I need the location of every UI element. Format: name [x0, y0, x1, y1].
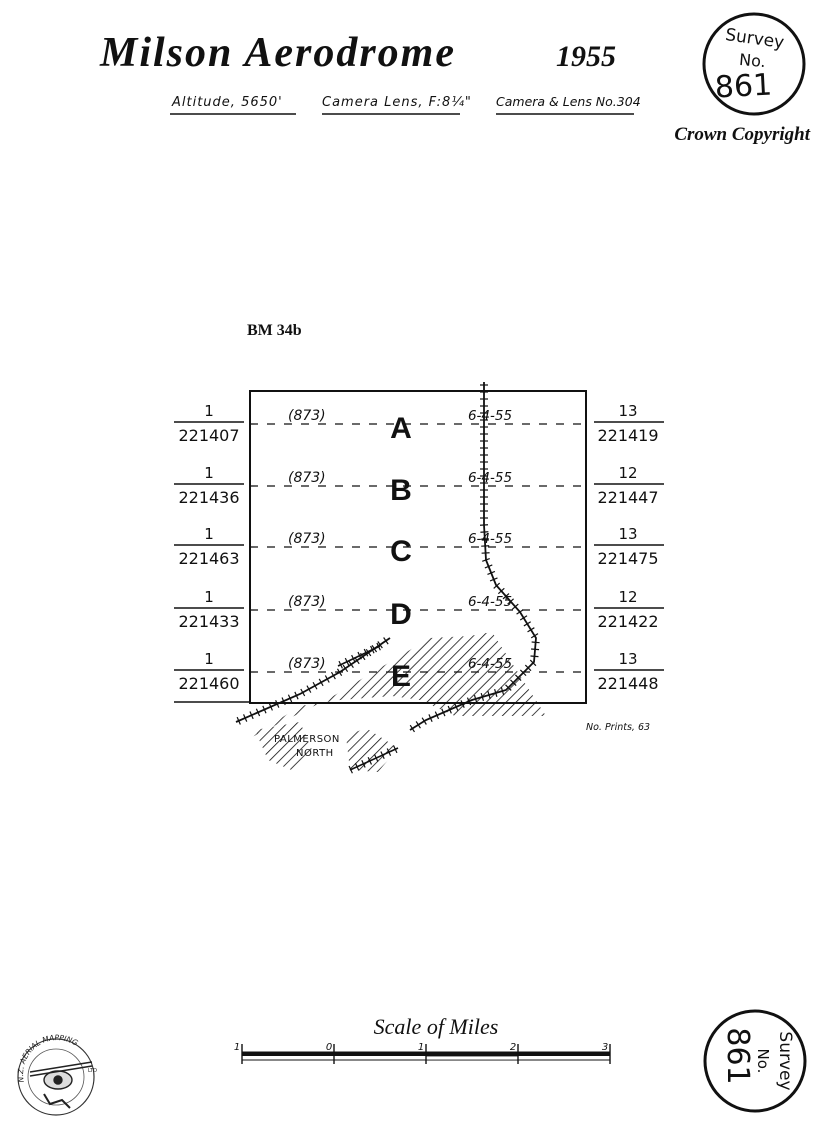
strip-reference: (873): [288, 470, 326, 486]
altitude-label: Altitude, 5650': [171, 95, 283, 110]
strip-row-c: 1 221463 13 221475 (873) C 6-4-55: [174, 525, 664, 568]
strip-left-top: 1: [204, 464, 214, 482]
strip-date: 6-4-55: [468, 656, 512, 672]
strip-reference: (873): [288, 531, 326, 547]
strip-letter: A: [390, 412, 412, 445]
scale-tick-label: 0: [326, 1042, 332, 1053]
scale-bar: Scale of Miles 1 0 1 2 3: [234, 1014, 611, 1064]
logo-aircraft-icon: [29, 1061, 93, 1109]
nz-aerial-mapping-logo: N.Z. AERIAL MAPPING LTD: [16, 1033, 97, 1116]
strip-right-bottom: 221448: [597, 674, 658, 693]
strip-right-top: 13: [618, 402, 637, 420]
crown-copyright: Crown Copyright: [674, 124, 810, 145]
no-prints-label: No. Prints, 63: [586, 722, 650, 733]
strip-row-d: 1 221433 12 221422 (873) D 6-4-55: [174, 588, 664, 631]
strip-date: 6-4-55: [468, 470, 512, 486]
strip-left-bottom: 221436: [178, 488, 239, 507]
strip-reference: (873): [288, 408, 326, 424]
strip-left-bottom: 221463: [178, 549, 239, 568]
strip-row-b: 1 221436 12 221447 (873) B 6-4-55: [174, 464, 664, 507]
scale-tick-label: 2: [510, 1042, 516, 1053]
benchmark-label: BM 34b: [247, 322, 302, 339]
survey-stamp-top: Survey No. 861: [702, 12, 806, 116]
scale-tick-label: 3: [602, 1042, 608, 1053]
strip-letter: C: [390, 535, 412, 568]
strip-right-bottom: 221419: [597, 426, 658, 445]
strip-letter: D: [390, 598, 412, 631]
strip-reference: (873): [288, 656, 326, 672]
survey-stamp-bottom: Survey No. 861: [703, 1009, 807, 1113]
strip-left-top: 1: [204, 588, 214, 606]
survey-stamp-bottom-no: No.: [754, 1049, 772, 1074]
town-hatched-area: [250, 632, 546, 772]
logo-suffix: LTD: [88, 1068, 97, 1074]
camera-lens-label: Camera Lens, F:8¼": [322, 95, 472, 110]
strip-right-top: 12: [618, 588, 637, 606]
scale-title: Scale of Miles: [374, 1014, 499, 1039]
strip-row-e: 1 221460 13 221448 (873) E 6-4-55: [174, 650, 664, 693]
strip-reference: (873): [288, 594, 326, 610]
survey-stamp-bottom-word: Survey: [775, 1031, 795, 1090]
survey-stamp-bottom-number: 861: [720, 1027, 755, 1084]
strip-date: 6-4-55: [468, 594, 512, 610]
place-label-line-1: PALMERSON: [274, 734, 340, 745]
strip-right-bottom: 221475: [597, 549, 658, 568]
strip-right-bottom: 221422: [597, 612, 658, 631]
strip-right-bottom: 221447: [597, 488, 658, 507]
strip-left-bottom: 221460: [178, 674, 239, 693]
strip-left-top: 1: [204, 650, 214, 668]
strip-right-top: 13: [618, 525, 637, 543]
map-title: Milson Aerodrome: [99, 30, 456, 76]
strip-letter: E: [391, 660, 411, 693]
place-label-line-2: NORTH: [296, 748, 334, 759]
strip-date: 6-4-55: [468, 408, 512, 424]
strip-right-top: 12: [618, 464, 637, 482]
strip-right-top: 13: [618, 650, 637, 668]
camera-lens-number-label: Camera & Lens No.304: [496, 94, 641, 109]
survey-stamp-no: No.: [738, 50, 766, 71]
map-year: 1955: [556, 40, 616, 73]
strip-left-bottom: 221407: [178, 426, 239, 445]
scale-tick-label: 1: [234, 1042, 240, 1053]
survey-stamp-number: 861: [714, 68, 773, 106]
strip-row-a: 1 221407 13 221419 (873) A 6-4-55: [174, 402, 664, 445]
strip-left-top: 1: [204, 402, 214, 420]
strip-letter: B: [390, 474, 412, 507]
strip-date: 6-4-55: [468, 531, 512, 547]
railway-line: [235, 382, 540, 774]
survey-stamp-word: Survey: [724, 25, 785, 53]
strip-left-bottom: 221433: [178, 612, 239, 631]
strip-left-top: 1: [204, 525, 214, 543]
scale-tick-label: 1: [418, 1042, 424, 1053]
flight-strips: 1 221407 13 221419 (873) A 6-4-55 1 221436 12 2214…: [174, 402, 664, 703]
